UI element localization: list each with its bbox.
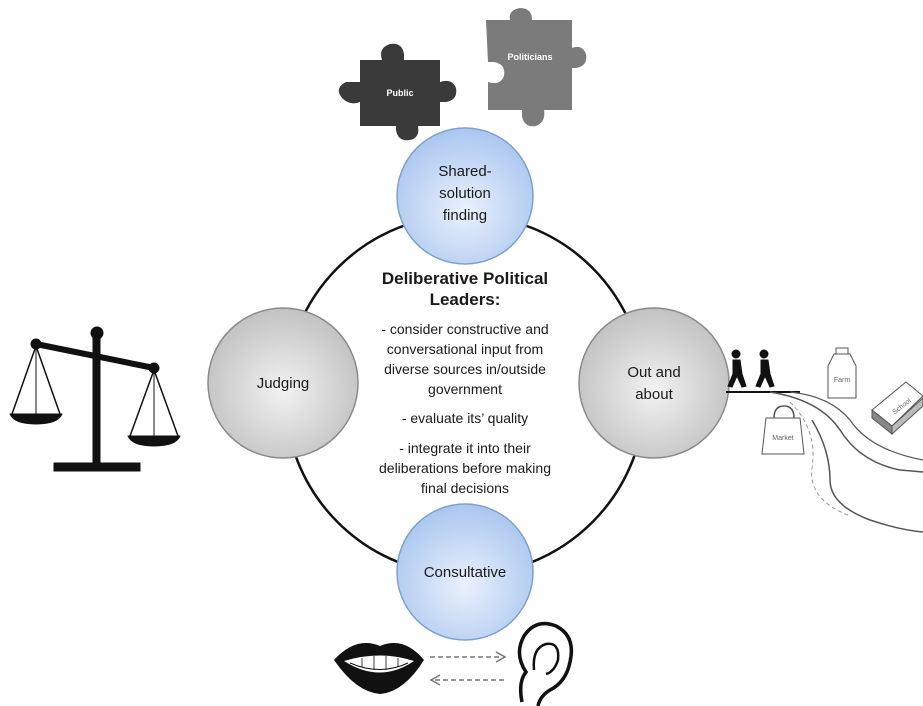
books-icon: School bbox=[871, 381, 923, 436]
shopping-bag-icon: Market bbox=[761, 405, 805, 455]
bullet-2-line-1: - evaluate its’ quality bbox=[402, 410, 528, 426]
puzzle-piece-public bbox=[338, 43, 457, 141]
node-judging: Judging bbox=[207, 307, 359, 459]
ear-icon bbox=[517, 621, 574, 706]
node-left-label: Judging bbox=[257, 375, 310, 392]
center-title-line2: Leaders: bbox=[430, 290, 501, 309]
bag-label: Market bbox=[772, 435, 793, 442]
dashed-arrows-icon bbox=[429, 651, 507, 686]
node-right-line-1: Out and bbox=[627, 364, 680, 381]
bullet-1-line-1: - consider constructive and bbox=[381, 321, 548, 337]
puzzle-label-public: Public bbox=[386, 88, 413, 98]
puzzle-piece-politicians bbox=[486, 8, 587, 127]
center-title-line1: Deliberative Political bbox=[382, 269, 548, 288]
node-right-line-2: about bbox=[635, 386, 673, 403]
bullet-1-line-4: government bbox=[428, 381, 502, 397]
node-shared-solution-finding: Shared- solution finding bbox=[396, 127, 534, 265]
walking-people-icon bbox=[727, 349, 775, 388]
puzzle-label-politicians: Politicians bbox=[507, 52, 552, 62]
node-top-line-2: solution bbox=[439, 185, 491, 202]
bullet-3-line-2: deliberations before making bbox=[379, 460, 551, 476]
node-top-line-3: finding bbox=[443, 207, 487, 224]
node-consultative: Consultative bbox=[396, 503, 534, 641]
bullet-3-line-3: final decisions bbox=[421, 480, 509, 496]
bottle-label: Farm bbox=[834, 377, 851, 384]
node-out-and-about: Out and about bbox=[578, 307, 730, 459]
node-bottom-label: Consultative bbox=[424, 564, 507, 581]
milk-bottle-icon: Farm bbox=[827, 347, 857, 399]
center-text: Deliberative Political Leaders: - consid… bbox=[379, 269, 551, 496]
bullet-1-line-3: diverse sources in/outside bbox=[384, 361, 546, 377]
scales-of-justice-icon bbox=[9, 326, 181, 472]
node-top-line-1: Shared- bbox=[438, 163, 491, 180]
community-road-illustration: Farm School Market bbox=[726, 347, 923, 533]
bullet-1-line-2: conversational input from bbox=[387, 341, 543, 357]
bullet-3-line-1: - integrate it into their bbox=[399, 440, 531, 456]
puzzle-pieces-illustration: Public Politicians bbox=[338, 8, 587, 141]
mouth-icon bbox=[334, 643, 424, 694]
